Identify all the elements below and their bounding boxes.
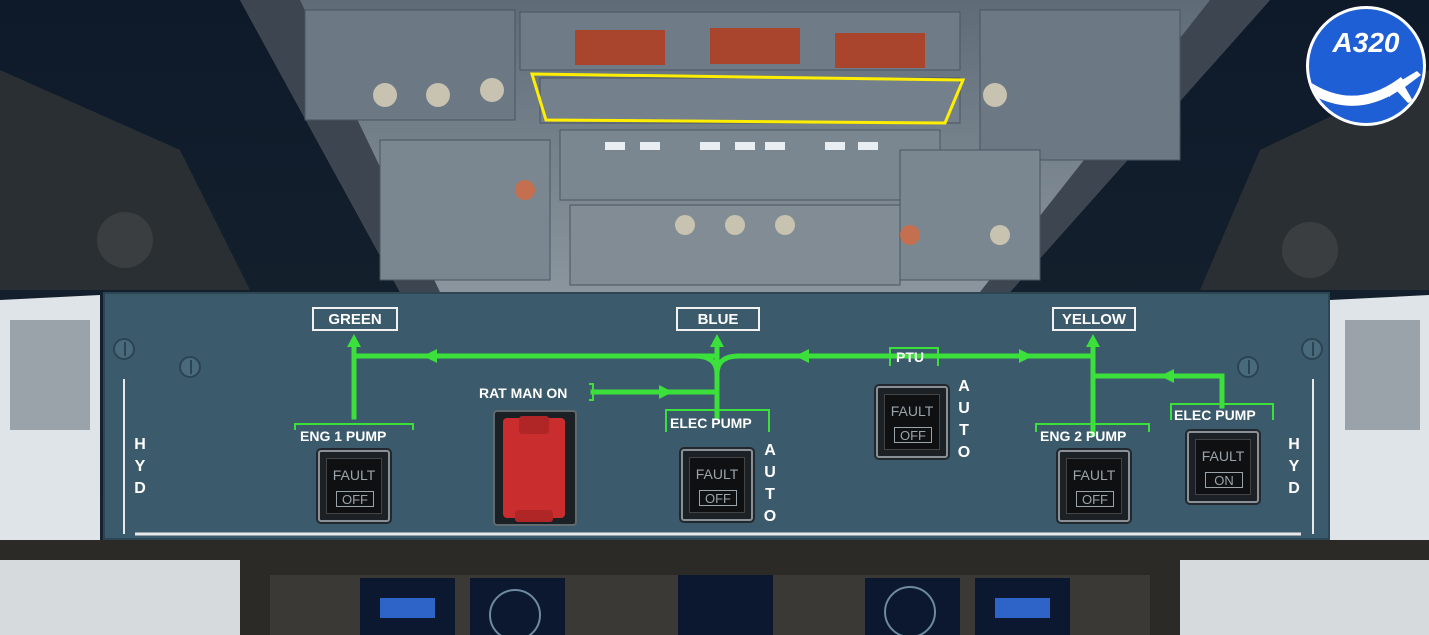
eng1-pump-label: ENG 1 PUMP: [300, 428, 387, 444]
eng2-pump-label: ENG 2 PUMP: [1040, 428, 1127, 444]
blue-elec-pump-auto-text: AUTO: [763, 442, 777, 525]
screw-icon: [179, 356, 201, 378]
eng1-pump-off-light: OFF: [336, 491, 374, 507]
screw-icon: [1237, 356, 1259, 378]
ptu-label: PTU: [896, 349, 924, 365]
yellow-elec-pump-label: ELEC PUMP: [1174, 407, 1256, 423]
hyd-panel: GREEN BLUE YELLOW PTU RAT MAN ON HYD HYD…: [103, 292, 1330, 540]
a320-logo: A320: [1306, 6, 1426, 126]
rat-guard-cover: [503, 416, 565, 522]
green-system-label: GREEN: [312, 307, 398, 331]
yellow-system-label: YELLOW: [1052, 307, 1136, 331]
ptu-fault-light: FAULT: [890, 403, 934, 419]
eng1-pump-pushbutton[interactable]: FAULT OFF: [318, 450, 390, 522]
screw-icon: [1301, 338, 1323, 360]
yellow-elec-pump-on-light: ON: [1205, 472, 1243, 488]
eng1-pump-face: FAULT OFF: [326, 458, 382, 514]
eng2-pump-off-light: OFF: [1076, 491, 1114, 507]
screw-icon: [113, 338, 135, 360]
rat-man-on-guard[interactable]: [493, 410, 577, 526]
blue-elec-pump-auto-label: AUTO: [763, 440, 777, 528]
eng2-pump-fault-light: FAULT: [1072, 467, 1116, 483]
yellow-elec-pump-fault-light: FAULT: [1201, 448, 1245, 464]
eng1-pump-fault-light: FAULT: [332, 467, 376, 483]
ptu-auto-text: AUTO: [957, 378, 971, 461]
blue-elec-pump-pushbutton[interactable]: FAULT OFF: [681, 449, 753, 521]
blue-elec-pump-off-light: OFF: [699, 490, 737, 506]
hyd-title-right: HYD: [1287, 434, 1301, 500]
hyd-title-right-text: HYD: [1288, 436, 1300, 497]
eng2-pump-face: FAULT OFF: [1066, 458, 1122, 514]
yellow-elec-pump-face: FAULT ON: [1195, 439, 1251, 495]
highlight-box: [529, 72, 966, 125]
ptu-off-light: OFF: [894, 427, 932, 443]
yellow-elec-pump-pushbutton[interactable]: FAULT ON: [1187, 431, 1259, 503]
blue-elec-pump-fault-light: FAULT: [695, 466, 739, 482]
ptu-pushbutton[interactable]: FAULT OFF: [876, 386, 948, 458]
blue-elec-pump-face: FAULT OFF: [689, 457, 745, 513]
blue-elec-pump-label: ELEC PUMP: [670, 415, 752, 431]
airplane-icon: [1309, 71, 1421, 106]
ptu-auto-label: AUTO: [957, 376, 971, 464]
hyd-title-left-text: HYD: [134, 436, 146, 497]
blue-system-label: BLUE: [676, 307, 760, 331]
ptu-face: FAULT OFF: [884, 394, 940, 450]
eng2-pump-pushbutton[interactable]: FAULT OFF: [1058, 450, 1130, 522]
hyd-title-left: HYD: [133, 434, 147, 500]
logo-text: A320: [1332, 27, 1400, 58]
rat-man-on-label: RAT MAN ON: [479, 385, 568, 401]
